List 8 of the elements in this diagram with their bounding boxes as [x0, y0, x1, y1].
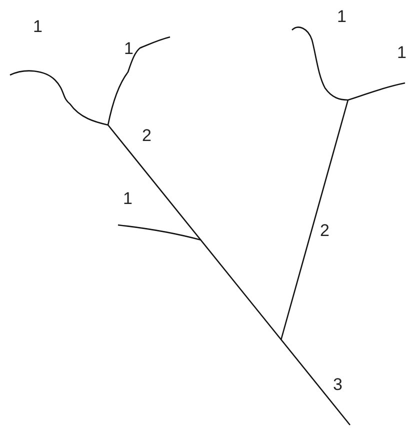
stream-order-number: 2 [142, 127, 152, 144]
stream-order-number: 1 [397, 44, 406, 61]
stream-order-number: 1 [124, 40, 134, 57]
stream-order-number: 1 [337, 8, 346, 25]
stream-order-number: 1 [33, 18, 42, 35]
stream-order-number: 2 [320, 222, 330, 239]
stream-order-number: 1 [123, 190, 132, 207]
stream-order-number: 3 [333, 376, 342, 393]
